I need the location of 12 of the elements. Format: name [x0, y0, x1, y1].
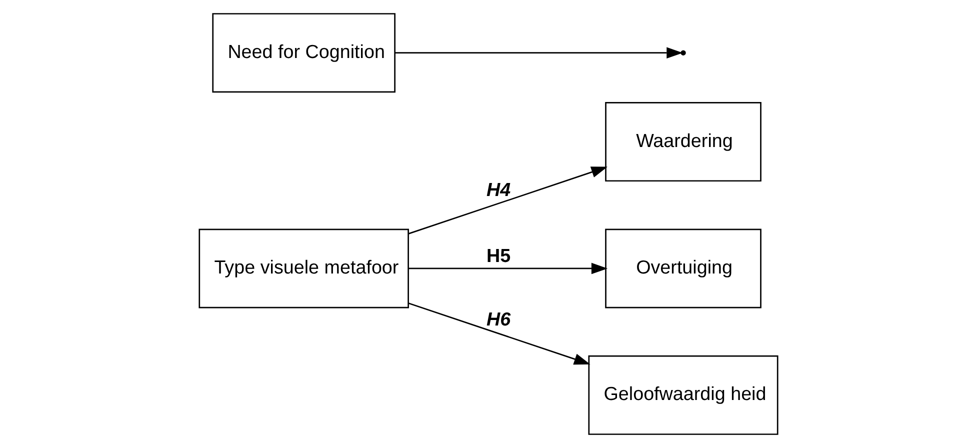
arrow [408, 302, 590, 365]
node-box: Overtuiging [604, 228, 761, 308]
node-box: Need for Cognition [212, 13, 395, 93]
node-box: Type visuele metafoor [198, 228, 408, 308]
arrow [394, 47, 682, 58]
edge-label: H6 [486, 308, 510, 330]
edge-label: H5 [486, 245, 510, 266]
node-box: Waardering [604, 102, 761, 182]
arrow [408, 166, 608, 234]
node-box: Geloofwaardig heid [588, 355, 778, 435]
arrow [408, 262, 608, 274]
edge-label: H4 [486, 178, 510, 200]
